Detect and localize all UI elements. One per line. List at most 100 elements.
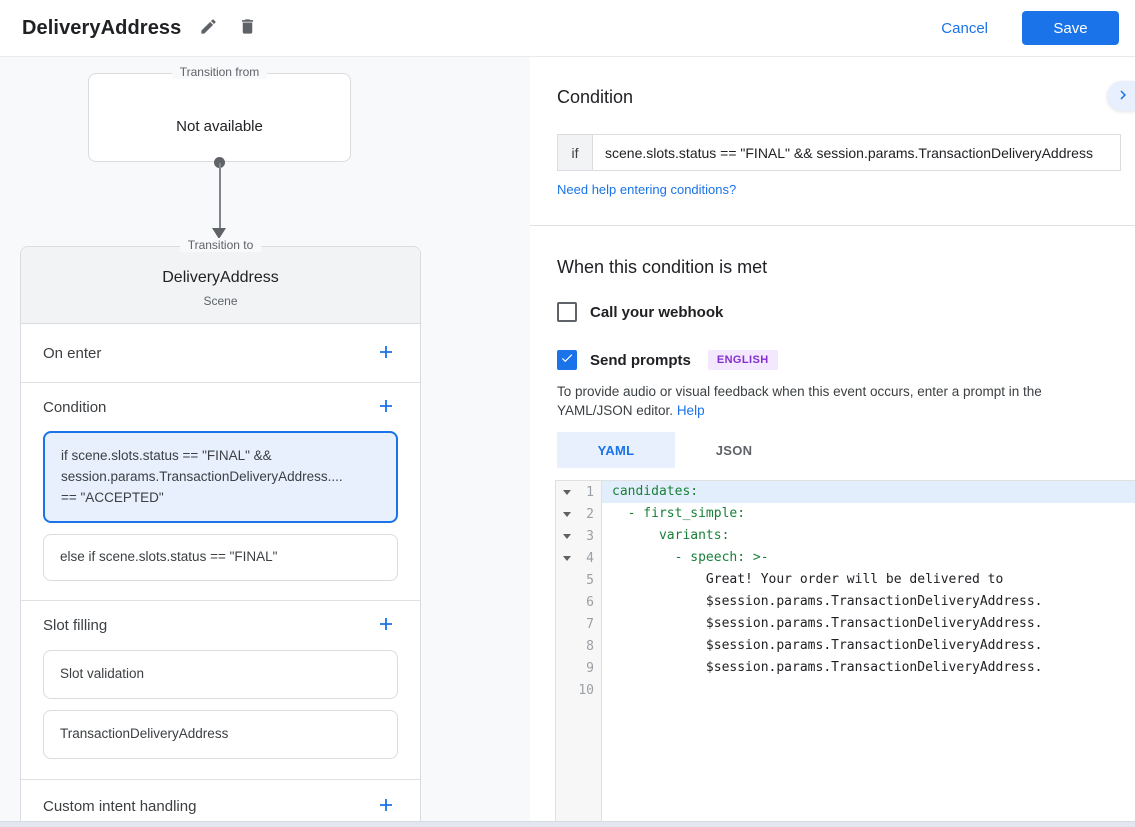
editor-gutter-cell: 9 [556, 657, 602, 679]
delete-scene-button[interactable] [234, 13, 261, 43]
line-number: 5 [586, 572, 594, 588]
condition-help-link[interactable]: Need help entering conditions? [557, 182, 737, 197]
condition-card-selected[interactable]: if scene.slots.status == "FINAL" && sess… [43, 431, 398, 523]
connector-dot [214, 157, 225, 168]
editor-gutter-cell: 4 [556, 547, 602, 569]
add-custom-intent-button[interactable] [376, 795, 396, 818]
prompt-hint-text: To provide audio or visual feedback when… [557, 382, 1109, 420]
code-text[interactable]: candidates: [602, 481, 1135, 503]
spacer [21, 759, 420, 779]
language-badge: ENGLISH [707, 350, 778, 370]
scene-name: DeliveryAddress [162, 269, 279, 286]
if-prefix-label: if [557, 134, 592, 171]
condition-card[interactable]: else if scene.slots.status == "FINAL" [43, 534, 398, 581]
webhook-label: Call your webhook [590, 303, 724, 321]
scene-type-label: Scene [203, 294, 238, 308]
line-number: 3 [586, 528, 594, 544]
plus-icon [378, 797, 394, 816]
line-number: 7 [586, 616, 594, 632]
custom-intent-section: Custom intent handling [21, 780, 420, 822]
code-text[interactable]: - speech: >- [612, 550, 769, 565]
editor-line[interactable]: 6 $session.params.TransactionDeliveryAdd… [556, 591, 1135, 613]
editor-line[interactable]: 3 variants: [556, 525, 1135, 547]
arrow-down-icon [212, 228, 226, 239]
editor-line[interactable]: 4 - speech: >- [556, 547, 1135, 569]
editor-line[interactable] [556, 701, 1135, 823]
hint-help-link[interactable]: Help [676, 403, 705, 418]
spacer [21, 581, 420, 600]
fold-toggle-icon[interactable] [563, 555, 571, 561]
editor-line[interactable]: 1 candidates: [556, 481, 1135, 503]
add-condition-button[interactable] [376, 396, 396, 419]
code-text[interactable]: variants: [612, 528, 730, 543]
webhook-checkbox[interactable] [557, 302, 577, 322]
line-number: 9 [586, 660, 594, 676]
editor-line[interactable]: 9 $session.params.TransactionDeliveryAdd… [556, 657, 1135, 679]
condition-section: Condition [21, 383, 420, 431]
line-number: 1 [586, 484, 594, 500]
on-enter-label: On enter [43, 344, 102, 362]
code-text[interactable] [602, 679, 1135, 701]
code-text[interactable] [602, 701, 1135, 823]
condition-expression-input[interactable]: scene.slots.status == "FINAL" && session… [592, 134, 1121, 171]
yaml-code-editor[interactable]: 1 candidates: 2 - first_simple: 3 varian… [555, 480, 1135, 824]
fold-toggle-icon[interactable] [563, 489, 571, 495]
code-text[interactable]: - first_simple: [612, 506, 746, 521]
editor-gutter-cell: 5 [556, 569, 602, 591]
code-text[interactable]: $session.params.TransactionDeliveryAddre… [612, 594, 1043, 609]
transition-from-value: Not available [176, 118, 263, 135]
collapse-panel-button[interactable] [1107, 81, 1135, 111]
custom-intent-label: Custom intent handling [43, 797, 197, 815]
tab-json[interactable]: JSON [675, 432, 793, 468]
transition-from-legend: Transition from [171, 65, 268, 79]
section-divider [21, 382, 420, 383]
scene-card: Transition to DeliveryAddress Scene On e… [20, 238, 421, 822]
plus-icon [378, 616, 394, 635]
slot-validation-card[interactable]: Slot validation [43, 650, 398, 699]
code-text[interactable]: $session.params.TransactionDeliveryAddre… [612, 616, 1043, 631]
top-bar: DeliveryAddress Cancel Save [0, 0, 1135, 57]
call-webhook-row[interactable]: Call your webhook [557, 302, 1135, 322]
add-on-enter-button[interactable] [376, 342, 396, 365]
chevron-right-icon [1114, 86, 1132, 107]
tab-yaml[interactable]: YAML [557, 432, 675, 468]
condition-panel-title: Condition [557, 87, 634, 107]
fold-toggle-icon[interactable] [563, 511, 571, 517]
save-button[interactable]: Save [1022, 11, 1119, 45]
edit-scene-name-button[interactable] [195, 13, 222, 43]
editor-line[interactable]: 7 $session.params.TransactionDeliveryAdd… [556, 613, 1135, 635]
transition-flow-column: Transition from Not available Transition… [0, 57, 530, 822]
slot-filling-label: Slot filling [43, 617, 108, 634]
connector-line [218, 163, 221, 229]
checkmark-icon [560, 351, 574, 370]
line-number: 10 [578, 682, 594, 698]
code-text[interactable]: Great! Your order will be delivered to [612, 572, 1004, 587]
editor-gutter-cell: 8 [556, 635, 602, 657]
transition-from-box: Transition from Not available [88, 65, 351, 162]
editor-line[interactable]: 10 [556, 679, 1135, 701]
editor-line[interactable]: 2 - first_simple: [556, 503, 1135, 525]
section-divider [21, 600, 420, 601]
cancel-button[interactable]: Cancel [941, 19, 988, 37]
editor-gutter-cell [556, 701, 602, 823]
line-number: 4 [586, 550, 594, 566]
send-prompts-checkbox[interactable] [557, 350, 577, 370]
plus-icon [378, 344, 394, 363]
on-enter-section: On enter [21, 324, 420, 382]
send-prompts-row[interactable]: Send prompts ENGLISH [557, 350, 1135, 370]
code-text[interactable]: $session.params.TransactionDeliveryAddre… [612, 660, 1043, 675]
fold-toggle-icon[interactable] [563, 533, 571, 539]
editor-gutter-cell: 2 [556, 503, 602, 525]
editor-line[interactable]: 5 Great! Your order will be delivered to [556, 569, 1135, 591]
editor-line[interactable]: 8 $session.params.TransactionDeliveryAdd… [556, 635, 1135, 657]
horizontal-scrollbar[interactable] [0, 821, 1135, 827]
panel-divider [530, 225, 1135, 226]
slot-card[interactable]: TransactionDeliveryAddress [43, 710, 398, 759]
add-slot-button[interactable] [376, 614, 396, 637]
transition-to-legend: Transition to [179, 238, 262, 252]
line-number: 6 [586, 594, 594, 610]
code-text[interactable]: $session.params.TransactionDeliveryAddre… [612, 638, 1043, 653]
editor-gutter-cell: 6 [556, 591, 602, 613]
scene-card-header: DeliveryAddress Scene [21, 247, 420, 324]
